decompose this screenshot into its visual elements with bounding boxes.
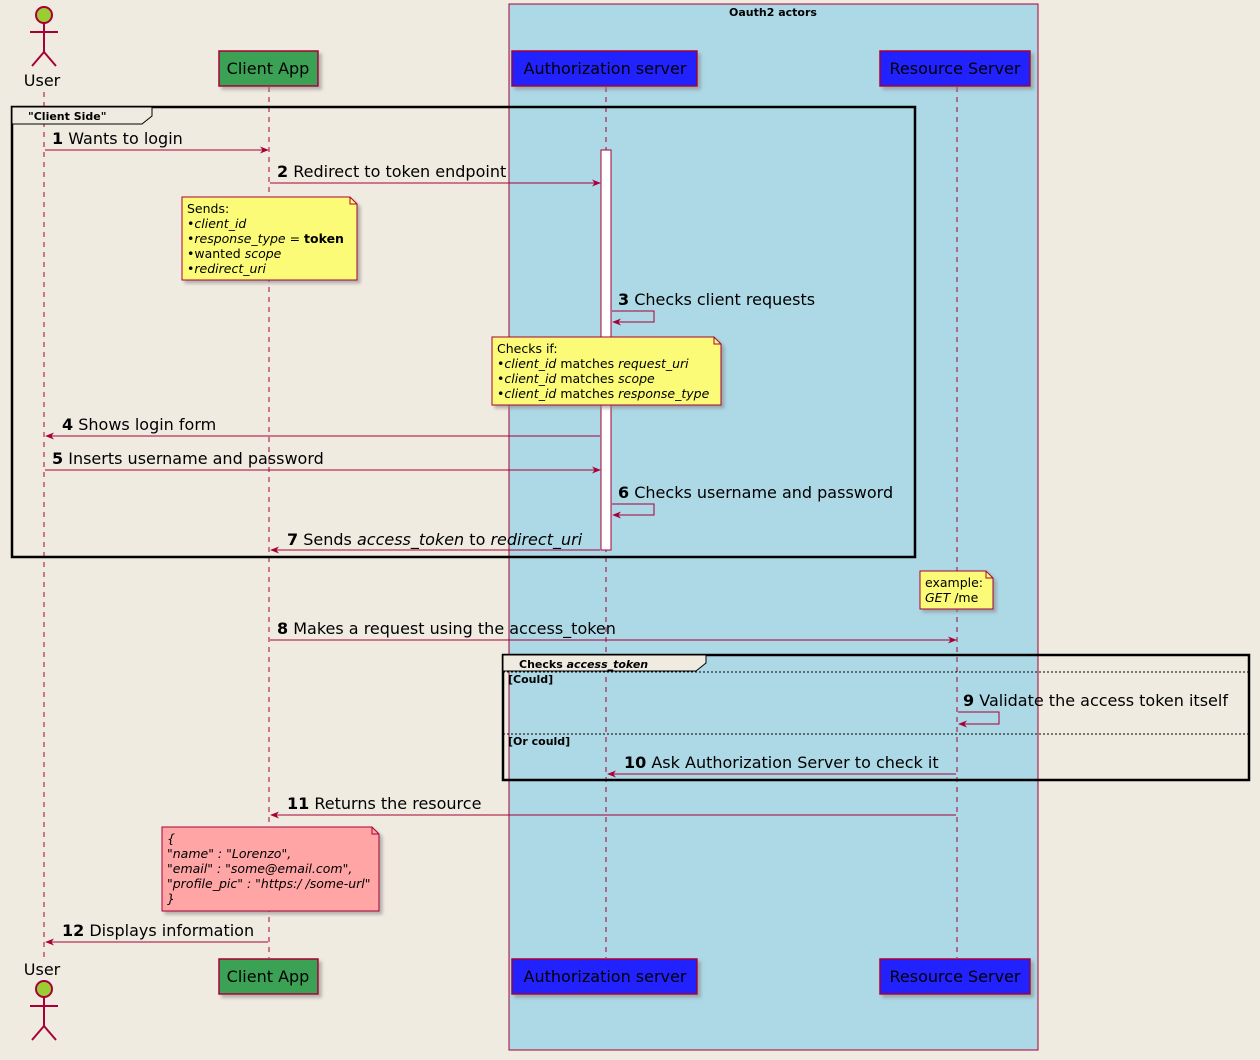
- note-example: example: GET /me: [919, 570, 994, 610]
- participant-auth-label-bottom: Authorization server: [524, 967, 687, 986]
- message-10: 10 Ask Authorization Server to check it: [624, 753, 939, 772]
- message-11: 11 Returns the resource: [287, 794, 481, 813]
- svg-text:•wanted scope: •wanted scope: [187, 246, 282, 261]
- participant-auth-label-top: Authorization server: [524, 59, 687, 78]
- svg-text:Checks if:: Checks if:: [497, 341, 558, 356]
- note-resource-json: { "name" : "Lorenzo", "email" : "some@em…: [161, 826, 380, 912]
- svg-text:•response_type = token: •response_type = token: [187, 231, 344, 246]
- checks-group: Checks access_token [Could] [Or could]: [501, 653, 1251, 782]
- message-8: 8 Makes a request using the access_token: [277, 619, 616, 639]
- actor-user-top: [30, 6, 58, 67]
- actor-user-bottom: [30, 980, 58, 1041]
- note-checks: Checks if: •client_id matches request_ur…: [491, 336, 722, 406]
- svg-text:}: }: [167, 891, 175, 906]
- message-4: 4 Shows login form: [62, 415, 216, 434]
- svg-text:"profile_pic" : "https:/ /some: "profile_pic" : "https:/ /some-url": [167, 876, 371, 891]
- participant-resource-label-bottom: Resource Server: [890, 967, 1021, 986]
- message-9: 9 Validate the access token itself: [963, 691, 1228, 710]
- svg-text:GET /me: GET /me: [925, 590, 979, 605]
- alt-could-label: [Could]: [508, 673, 553, 686]
- message-1: 1 Wants to login: [52, 129, 183, 148]
- svg-text:•client_id matches scope: •client_id matches scope: [497, 371, 655, 386]
- participant-auth-bottom: [511, 958, 698, 995]
- lifelines: [43, 87, 958, 958]
- participant-resource-label-top: Resource Server: [890, 59, 1021, 78]
- svg-text:"email" : "some@email.com",: "email" : "some@email.com",: [167, 861, 352, 876]
- svg-text:•client_id: •client_id: [187, 216, 246, 231]
- arrow-3: [612, 310, 655, 326]
- message-5: 5 Inserts username and password: [52, 449, 324, 468]
- participant-resource-top: [879, 50, 1031, 87]
- participant-user-label-bottom: User: [24, 960, 61, 979]
- arrow-9: [958, 711, 1000, 728]
- message-2: 2 Redirect to token endpoint: [277, 162, 506, 181]
- participant-user-label-top: User: [24, 71, 61, 90]
- oauth2-actors-title: Oauth2 actors: [729, 6, 817, 19]
- checks-group-label: Checks access_token: [519, 658, 648, 671]
- client-side-label: "Client Side": [28, 110, 106, 123]
- arrow-6: [612, 503, 655, 519]
- participant-client-label-top: Client App: [227, 59, 310, 78]
- svg-text:Sends:: Sends:: [187, 201, 229, 216]
- participant-client-bottom: [218, 958, 319, 995]
- client-side-group: "Client Side": [10, 105, 917, 559]
- participant-resource-bottom: [879, 958, 1031, 995]
- message-12: 12 Displays information: [62, 921, 254, 940]
- svg-text:"name" : "Lorenzo",: "name" : "Lorenzo",: [167, 846, 291, 861]
- svg-text:•client_id matches response_ty: •client_id matches response_type: [497, 386, 710, 401]
- message-7: 7 Sends access_token to redirect_uri: [287, 530, 583, 550]
- oauth2-actors-box: [508, 3, 1039, 1051]
- message-3: 3 Checks client requests: [618, 290, 815, 309]
- svg-text:•redirect_uri: •redirect_uri: [187, 261, 267, 276]
- svg-text:•client_id matches request_uri: •client_id matches request_uri: [497, 356, 689, 371]
- note-sends: Sends: •client_id •response_type = token…: [181, 196, 358, 281]
- participant-client-top: [218, 50, 319, 87]
- svg-text:{: {: [167, 831, 175, 846]
- participant-client-label-bottom: Client App: [227, 967, 310, 986]
- participant-auth-top: [511, 50, 698, 87]
- svg-text:example:: example:: [925, 575, 983, 590]
- alt-or-could-label: [Or could]: [508, 735, 570, 748]
- message-6: 6 Checks username and password: [618, 483, 893, 502]
